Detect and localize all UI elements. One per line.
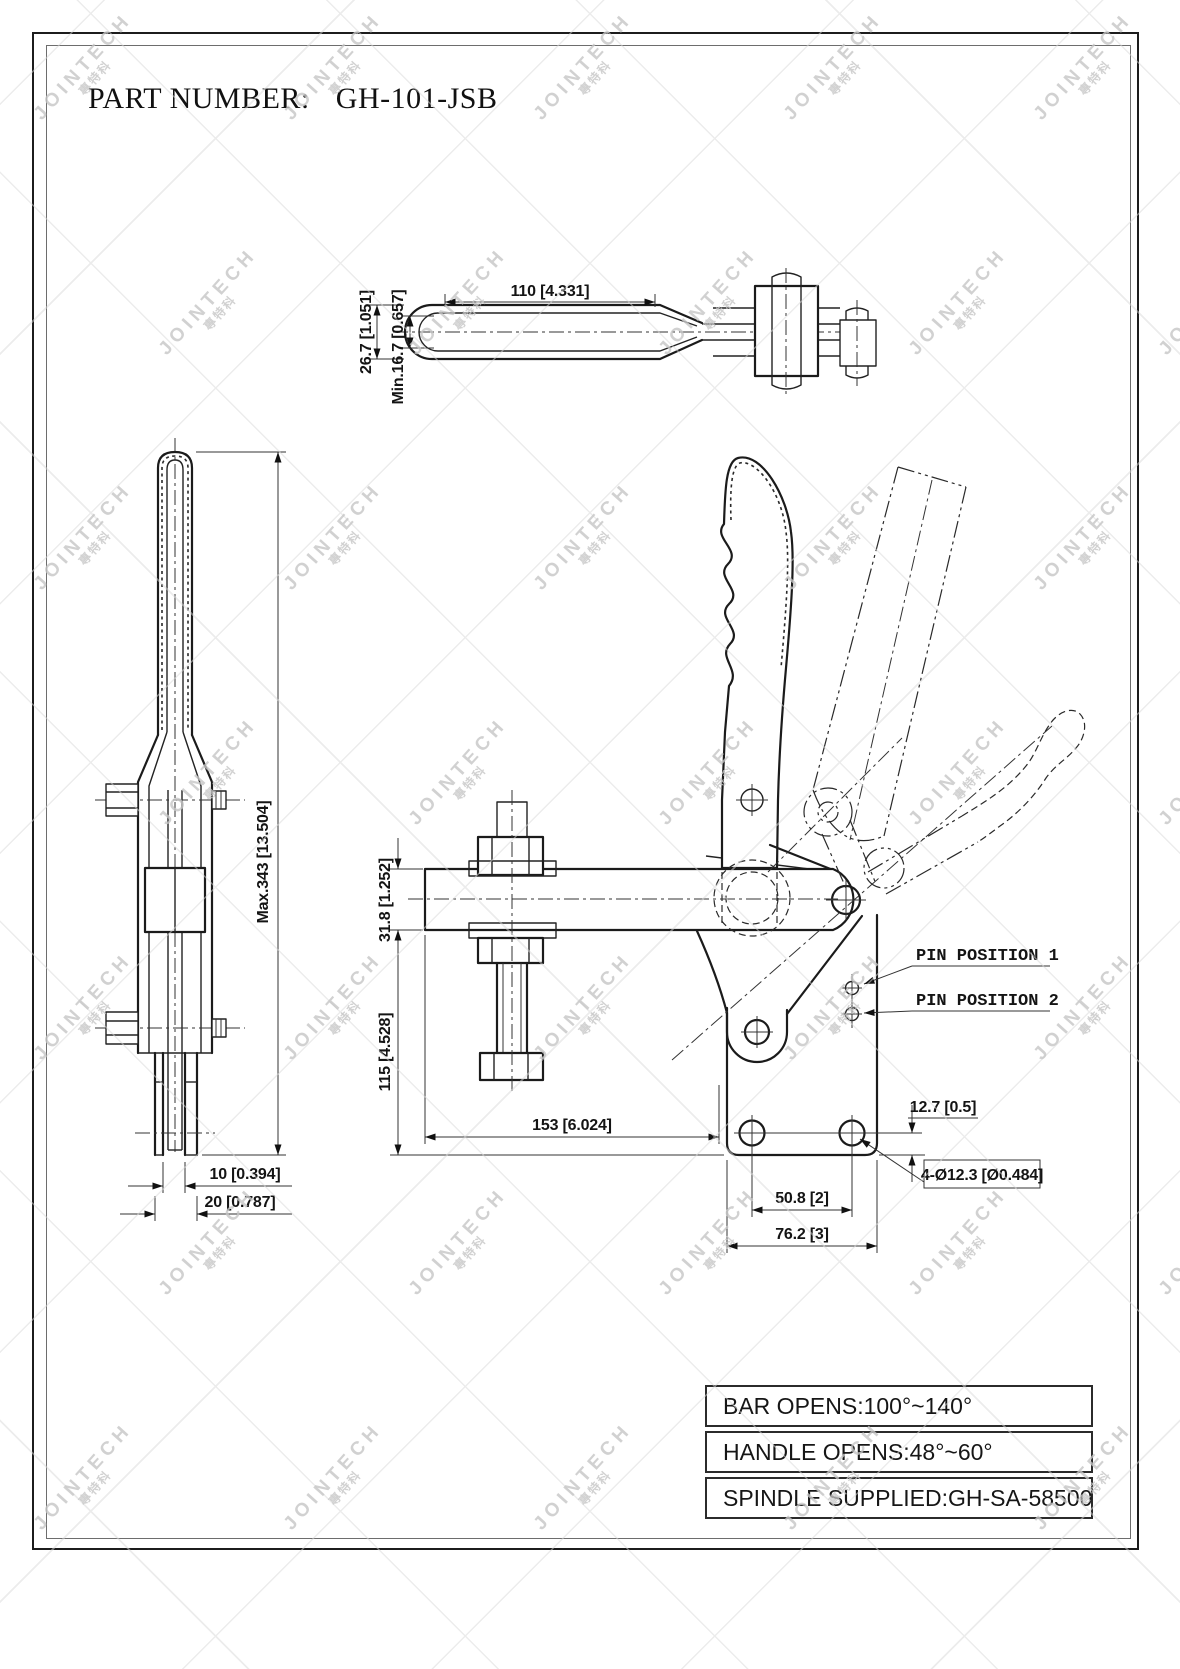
top-view: 110 [4.331] 26.7 [1.051] Min.16.7 [0.657… [358, 268, 877, 405]
dim-front-base-width: 76.2 [3] [775, 1226, 829, 1243]
dim-top-width: 26.7 [1.051] [358, 290, 375, 374]
dim-front-base-height: 115 [4.528] [377, 1013, 394, 1092]
dim-side-max-height: Max.343 [13.504] [255, 800, 272, 923]
spec-table: BAR OPENS:100°~140° HANDLE OPENS:48°~60°… [705, 1385, 1093, 1523]
front-view: 31.8 [1.252] 115 [4.528] 153 [6.024] 50.… [377, 456, 1086, 1253]
pin-position-2-label: PIN POSITION 2 [916, 992, 1059, 1011]
dim-front-bar-section: 31.8 [1.252] [377, 858, 394, 942]
dim-top-length: 110 [4.331] [511, 283, 590, 300]
spec-row-handle-opens: HANDLE OPENS:48°~60° [705, 1431, 1093, 1473]
spec-row-bar-opens: BAR OPENS:100°~140° [705, 1385, 1093, 1427]
dim-side-fork-width: 20 [0.787] [205, 1194, 276, 1211]
dim-side-bar-thickness: 10 [0.394] [210, 1166, 281, 1183]
pin-position-1-label: PIN POSITION 1 [916, 947, 1059, 966]
dim-front-hole-offset: 12.7 [0.5] [910, 1099, 977, 1116]
dim-front-hole-pitch: 50.8 [2] [775, 1190, 829, 1207]
dim-front-mounting-holes: 4-Ø12.3 [Ø0.484] [921, 1167, 1043, 1184]
side-view: Max.343 [13.504] 10 [0.394] 20 [0.787] [95, 438, 292, 1221]
spec-row-spindle-supplied: SPINDLE SUPPLIED:GH-SA-58500 [705, 1477, 1093, 1519]
dim-front-bar-length: 153 [6.024] [532, 1117, 612, 1134]
dim-top-min-width: Min.16.7 [0.657] [390, 289, 407, 404]
